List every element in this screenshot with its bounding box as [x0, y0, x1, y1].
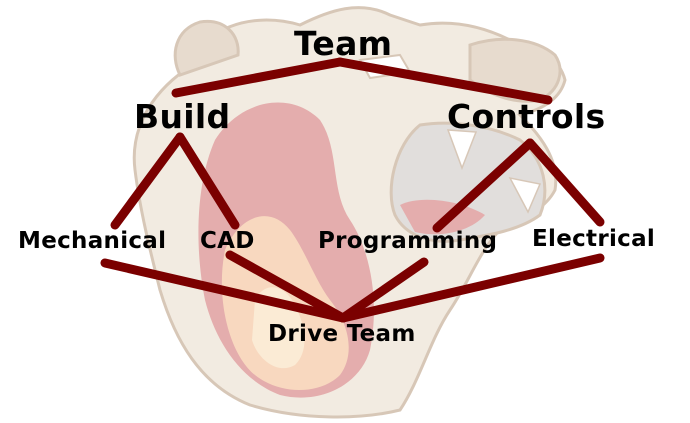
connector-mechanical-driveteam [100, 258, 348, 323]
connector-team-build [171, 57, 345, 98]
connector-controls-electrical [525, 138, 605, 227]
node-build: Build [134, 97, 231, 136]
connector-build-cad [175, 132, 240, 230]
node-drive-team: Drive Team [268, 321, 416, 347]
node-electrical: Electrical [532, 226, 656, 252]
node-controls: Controls [447, 97, 606, 136]
node-programming: Programming [318, 228, 498, 254]
connector-team-controls [335, 57, 553, 105]
connector-build-mechanical [110, 132, 185, 230]
bear-ear-shape [173, 19, 240, 77]
node-cad: CAD [200, 228, 255, 254]
connector-controls-programming [432, 138, 535, 233]
bear-tooth-icon [446, 129, 478, 171]
connector-cad-driveteam [225, 250, 348, 323]
bear-tooth-icon [508, 176, 542, 214]
connector-electrical-driveteam [338, 253, 605, 323]
node-mechanical: Mechanical [18, 228, 167, 254]
node-team: Team [294, 24, 393, 63]
connector-programming-driveteam [338, 257, 429, 323]
